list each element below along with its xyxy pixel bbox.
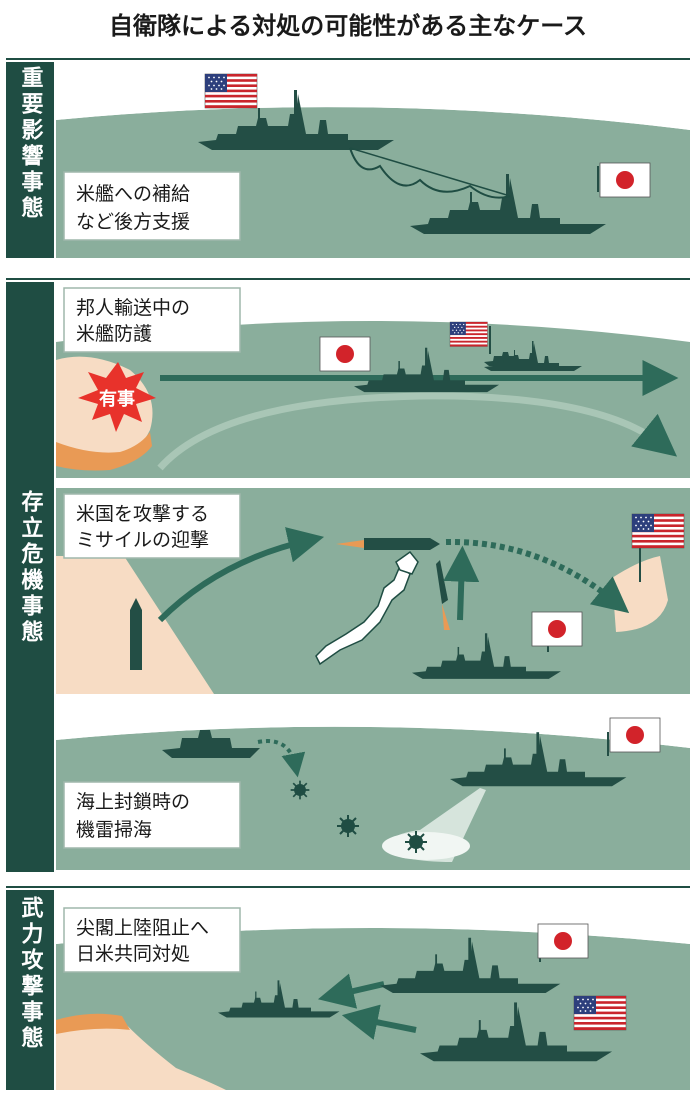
caption-box-3: [63, 493, 241, 559]
arrow-icon: [443, 545, 480, 621]
caption-1-line2: など後方支援: [76, 211, 190, 233]
section-buryoku: 武力攻撃事態 尖閣上陸阻止へ 日米共同対処: [6, 886, 690, 1090]
caption-5-line2: 日米共同対処: [76, 943, 190, 965]
refuel-line: [349, 147, 511, 199]
caption-2-line1: 邦人輸送中の: [76, 297, 190, 319]
arrow-icon: [157, 527, 325, 623]
japan-flag-icon: [319, 336, 371, 372]
caption-box-1: [63, 171, 241, 241]
japan-flag-icon: [609, 717, 661, 753]
page-title: 自衛隊による対処の可能性がある主なケース: [109, 12, 587, 40]
caption-4-line1: 海上封鎖時の: [76, 791, 190, 813]
missile-icon: [130, 538, 450, 670]
us-flag-icon: [449, 321, 488, 347]
us-flag-icon: [631, 513, 685, 549]
caption-box-2: [63, 287, 241, 353]
emergency-burst-icon: [78, 362, 156, 432]
section-label-buryoku: 武力攻撃事態: [18, 896, 44, 1052]
arrow-icon: [317, 973, 385, 1009]
us-flag-icon: [573, 995, 627, 1031]
japan-flag-icon: [537, 923, 589, 959]
caption-3-line1: 米国を攻撃する: [76, 503, 209, 525]
section-juyo: 重要影響事態 米艦への補給 など後方支援: [6, 58, 690, 258]
caption-2-line2: 米艦防護: [76, 323, 152, 345]
caption-1-line1: 米艦への補給: [76, 183, 190, 205]
arrow-icon: [257, 739, 306, 778]
japan-flag-icon: [599, 162, 651, 198]
sea-mine-icon: [404, 830, 428, 854]
caption-box-4: [63, 781, 241, 849]
section-label-sonritsu: 存立危機事態: [18, 489, 44, 646]
arrow-icon: [445, 538, 630, 614]
senkaku-island: [56, 1015, 226, 1090]
japan-map: [315, 564, 411, 666]
arrow-icon: [157, 392, 678, 471]
sea-mine-icon: [336, 814, 360, 838]
emergency-badge: 有事: [99, 388, 135, 410]
caption-4-line2: 機雷掃海: [76, 819, 152, 841]
caption-5-line1: 尖閣上陸阻止へ: [76, 917, 209, 939]
section-label-juyo: 重要影響事態: [18, 66, 44, 222]
section-sonritsu: 存立危機事態 有事 邦人輸送中の 米艦防護: [6, 278, 690, 872]
japan-flag-icon: [531, 611, 583, 647]
caption-3-line2: ミサイルの迎撃: [76, 529, 209, 551]
sea-mine-icon: [289, 779, 311, 801]
caption-box-5: [63, 907, 241, 973]
us-flag-icon: [204, 73, 258, 109]
arrow-icon: [341, 1004, 417, 1040]
